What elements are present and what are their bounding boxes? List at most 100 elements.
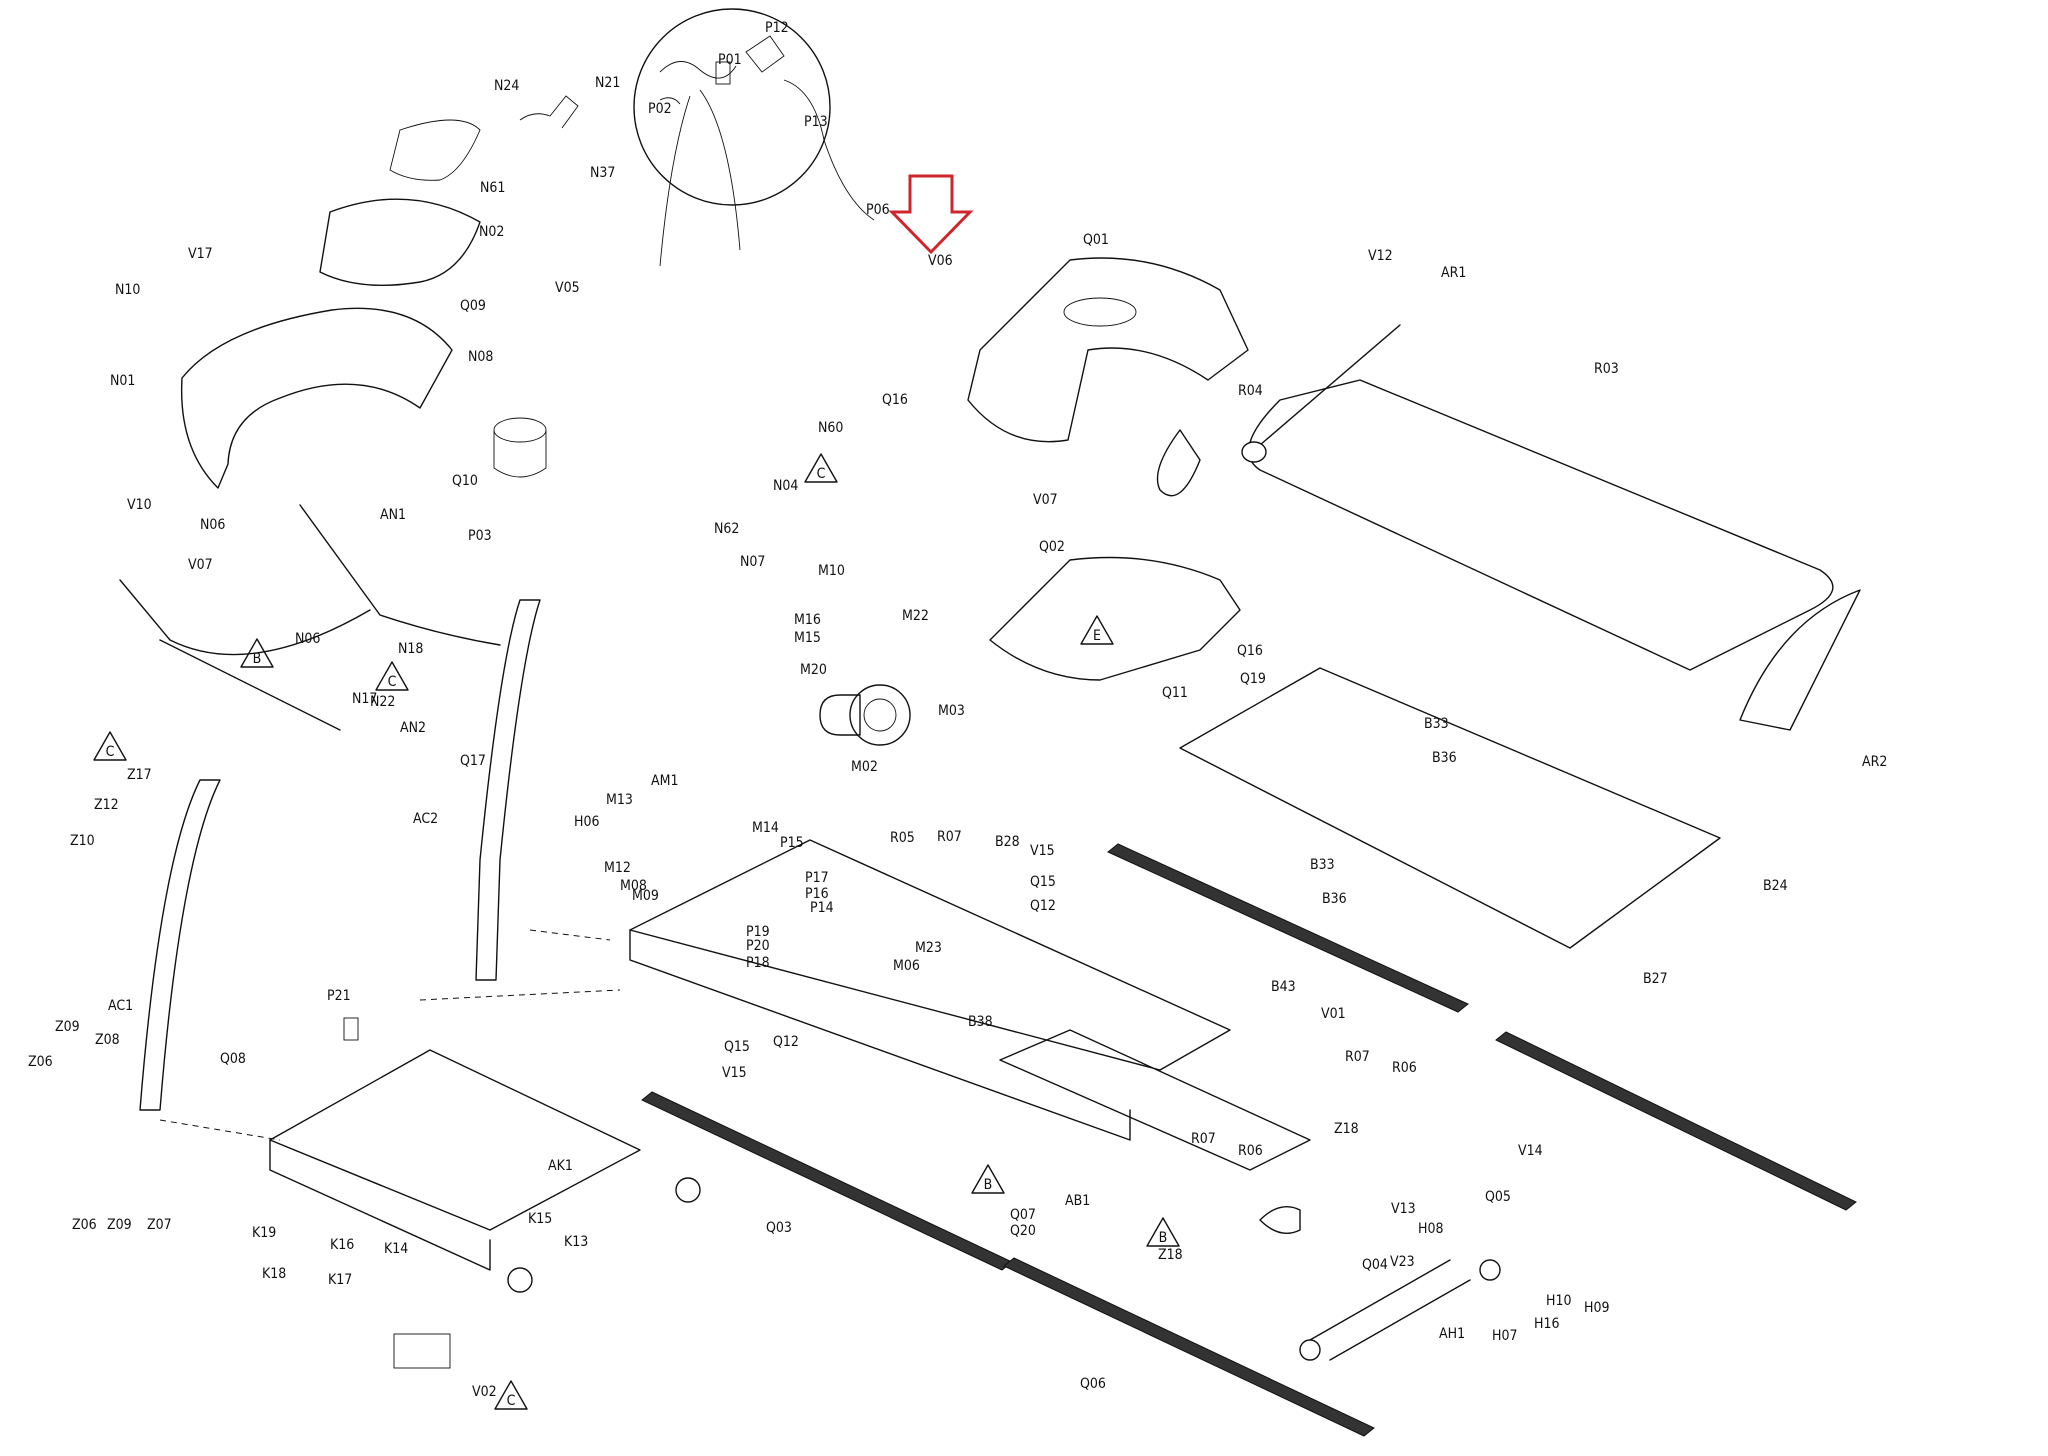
part-label-ar2: AR2 [1862,754,1887,770]
part-label-q06: Q06 [1080,1376,1106,1392]
part-label-b33: B33 [1310,857,1335,873]
assembly-marker-c: C [804,453,838,483]
part-label-n07: N07 [740,554,765,570]
part-label-n10: N10 [115,282,140,298]
assembly-marker-e: E [1080,615,1114,645]
part-label-q12: Q12 [1030,898,1056,914]
part-label-p01: P01 [718,52,742,68]
part-label-n22: N22 [370,694,395,710]
part-label-m13: M13 [606,792,633,808]
part-label-n37: N37 [590,165,615,181]
part-label-z09: Z09 [107,1217,132,1233]
part-label-p14: P14 [810,900,834,916]
part-label-q12: Q12 [773,1034,799,1050]
part-label-m20: M20 [800,662,827,678]
part-label-z09: Z09 [55,1019,80,1035]
part-label-n60: N60 [818,420,843,436]
part-label-q15: Q15 [724,1039,750,1055]
part-label-r05: R05 [890,830,915,846]
part-label-v13: V13 [1391,1201,1416,1217]
part-label-v15: V15 [722,1065,747,1081]
marker-triangle-icon [804,453,838,483]
part-label-r07: R07 [1191,1131,1216,1147]
part-label-v07: V07 [1033,492,1058,508]
part-label-p02: P02 [648,101,672,117]
part-label-q20: Q20 [1010,1223,1036,1239]
deck-and-belt [1156,324,1861,949]
assembly-marker-c: C [375,661,409,691]
part-label-ak1: AK1 [548,1158,573,1174]
part-label-r04: R04 [1238,383,1263,399]
marker-letter: C [388,674,397,690]
part-label-q19: Q19 [1240,671,1266,687]
part-label-n61: N61 [480,180,505,196]
part-label-v06: V06 [928,253,953,269]
part-label-p16: P16 [805,886,829,902]
part-label-p03: P03 [468,528,492,544]
part-label-b28: B28 [995,834,1020,850]
part-label-b27: B27 [1643,971,1668,987]
wiring-detail-callout [633,8,875,267]
front-base-parts [343,1017,701,1369]
part-label-m09: M09 [632,888,659,904]
part-label-r06: R06 [1238,1143,1263,1159]
part-label-k15: K15 [528,1211,552,1227]
part-label-m15: M15 [794,630,821,646]
part-label-z18: Z18 [1158,1247,1183,1263]
part-label-h07: H07 [1492,1328,1518,1344]
base-frame [159,839,1311,1271]
part-label-m06: M06 [893,958,920,974]
marker-triangle-icon [494,1380,528,1410]
part-label-h06: H06 [574,814,600,830]
console-assembly [180,95,579,489]
part-label-am1: AM1 [651,773,679,789]
part-label-z10: Z10 [70,833,95,849]
part-label-n18: N18 [398,641,423,657]
part-label-k14: K14 [384,1241,408,1257]
part-label-p20: P20 [746,938,770,954]
part-label-v23: V23 [1390,1254,1415,1270]
part-label-ac1: AC1 [108,998,133,1014]
marker-triangle-icon [1080,615,1114,645]
part-label-b24: B24 [1763,878,1788,894]
part-label-n21: N21 [595,75,620,91]
part-label-q07: Q07 [1010,1207,1036,1223]
part-label-b36: B36 [1432,750,1457,766]
marker-triangle-icon [375,661,409,691]
marker-triangle-icon [240,638,274,668]
part-label-z12: Z12 [94,797,119,813]
part-label-m12: M12 [604,860,631,876]
part-label-n17: N17 [352,691,377,707]
part-label-v02: V02 [472,1384,497,1400]
marker-letter: B [984,1177,993,1193]
part-label-ar1: AR1 [1441,265,1466,281]
highlight-arrow-icon [888,174,974,255]
assembly-marker-c: C [93,731,127,761]
marker-triangle-icon [971,1164,1005,1194]
part-label-v15: V15 [1030,843,1055,859]
part-label-q01: Q01 [1083,232,1109,248]
part-label-ah1: AH1 [1439,1326,1465,1342]
part-label-z08: Z08 [95,1032,120,1048]
part-label-z18: Z18 [1334,1121,1359,1137]
part-label-an1: AN1 [380,507,406,523]
part-label-m03: M03 [938,703,965,719]
part-label-p18: P18 [746,955,770,971]
part-label-p13: P13 [804,114,828,130]
part-label-r06: R06 [1392,1060,1417,1076]
marker-letter: E [1093,628,1101,644]
part-label-m22: M22 [902,608,929,624]
part-label-v10: V10 [127,497,152,513]
part-label-n08: N08 [468,349,493,365]
part-label-v05: V05 [555,280,580,296]
part-label-q08: Q08 [220,1051,246,1067]
part-label-k17: K17 [328,1272,352,1288]
part-label-h10: H10 [1546,1293,1572,1309]
part-label-b33: B33 [1424,716,1449,732]
part-label-h08: H08 [1418,1221,1444,1237]
part-label-q10: Q10 [452,473,478,489]
part-label-q05: Q05 [1485,1189,1511,1205]
part-label-z07: Z07 [147,1217,172,1233]
part-label-m16: M16 [794,612,821,628]
